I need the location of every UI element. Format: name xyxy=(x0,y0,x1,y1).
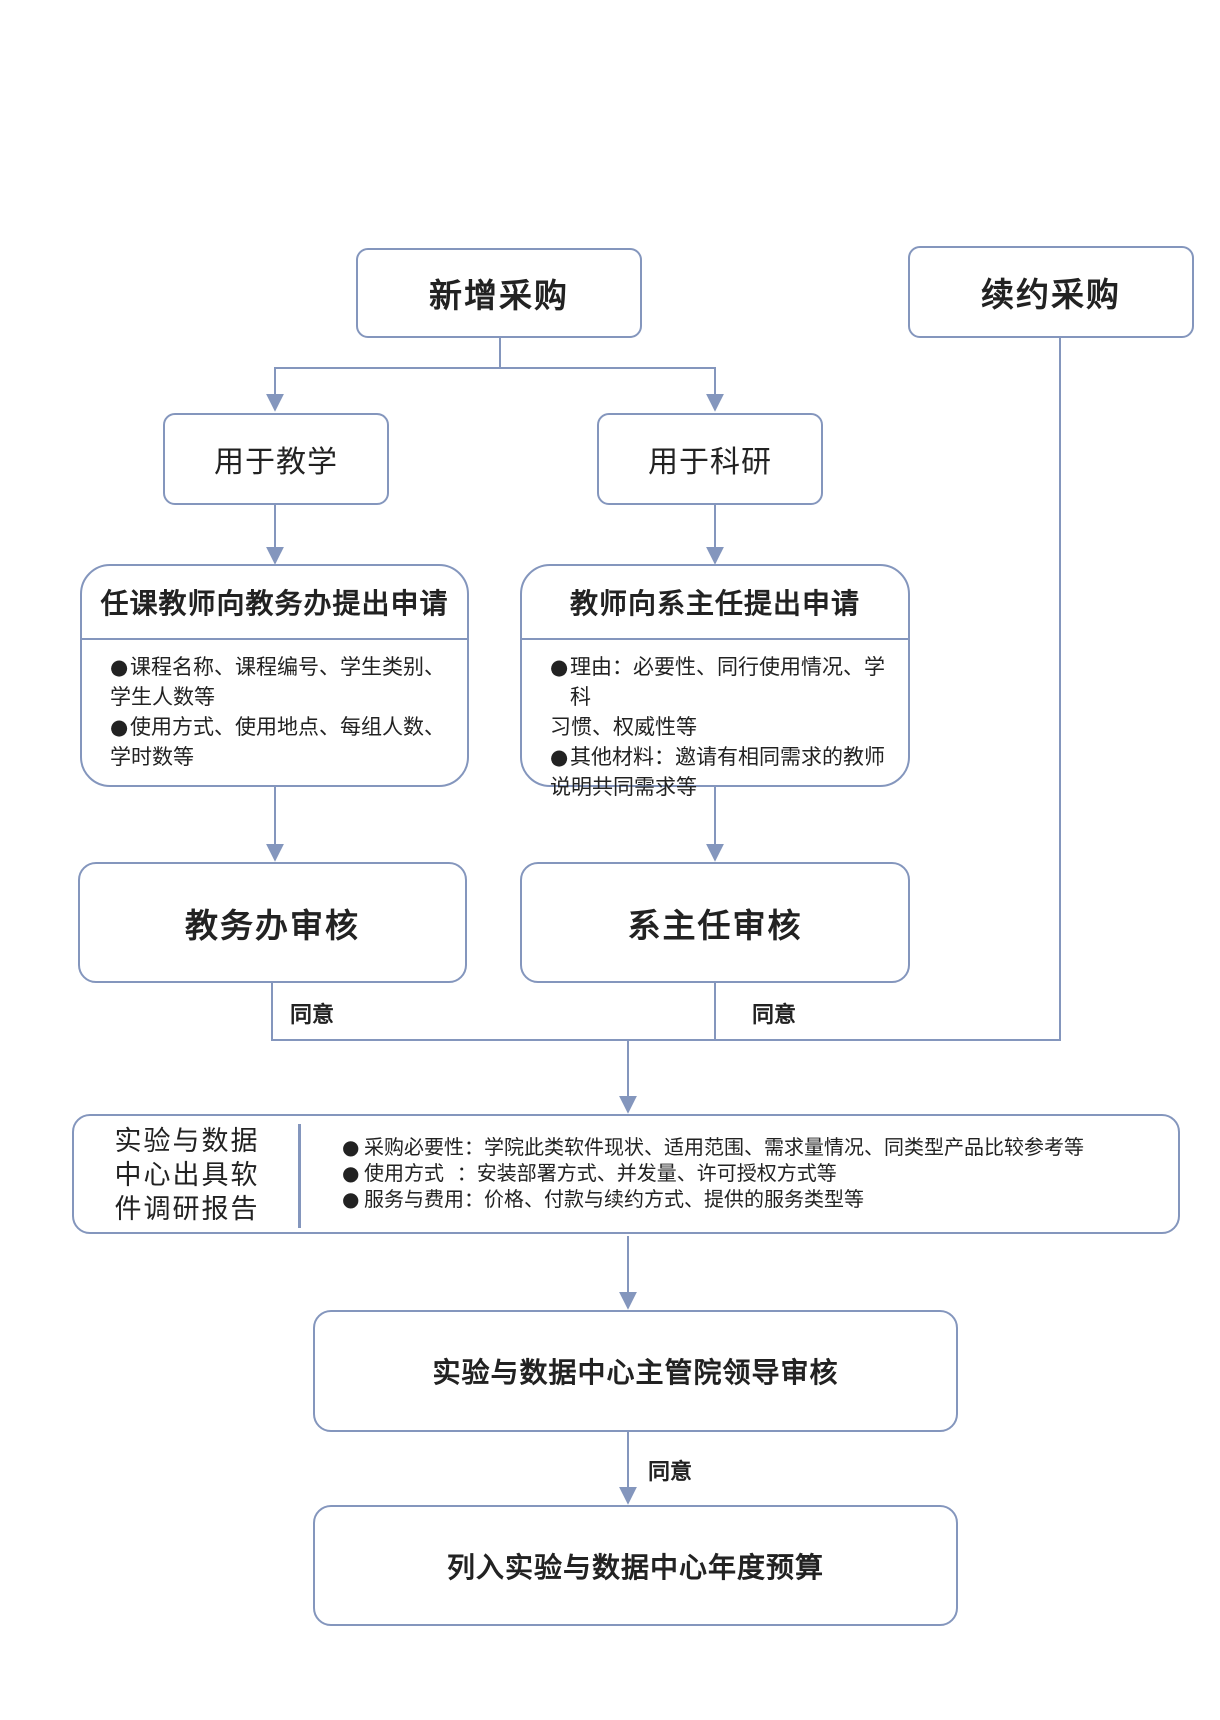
leader-review-label: 实验与数据中心主管院领导审核 xyxy=(432,1356,839,1389)
connector-new-split xyxy=(266,338,501,412)
new-purchase-node: 新增采购 xyxy=(356,248,642,338)
research-apply-panel: 教师向系主任提出申请 ●理由：必要性、同行使用情况、学科 习惯、权威性等 ● 其… xyxy=(520,564,910,799)
leader-review-node: 实验与数据中心主管院领导审核 xyxy=(313,1310,958,1432)
connector-renewal-merge xyxy=(628,338,1061,1041)
agree-label-left: 同意 xyxy=(290,1002,335,1028)
list-item: ●服务与费用：价格、付款与续约方式、提供的服务类型等 xyxy=(342,1187,864,1211)
report-items: ●采购必要性：学院此类软件现状、适用范围、需求量情况、同类型产品比较参考等 ●使… xyxy=(342,1134,1084,1212)
connector-academic-merge xyxy=(271,983,715,1041)
research-apply-body: ●理由：必要性、同行使用情况、学科 习惯、权威性等 ● 其他材料：邀请有相同需求… xyxy=(550,652,894,802)
list-item-continued: 学时数等 xyxy=(110,745,194,769)
renewal-purchase-label: 续约采购 xyxy=(981,275,1121,314)
list-item: ● 其他材料：邀请有相同需求的教师 xyxy=(550,745,885,769)
list-item: ●使用方式、使用地点、每组人数、 xyxy=(110,715,445,739)
for-teaching-label: 用于教学 xyxy=(214,445,338,480)
budget-node: 列入实验与数据中心年度预算 xyxy=(313,1505,958,1626)
report-divider xyxy=(298,1124,301,1228)
new-purchase-label: 新增采购 xyxy=(429,276,569,315)
research-report-node: 实验与数据 中心出具软 件调研报告 ●采购必要性：学院此类软件现状、适用范围、需… xyxy=(72,1114,1180,1234)
agree-label-mid: 同意 xyxy=(752,1002,797,1028)
list-item-continued: 学生人数等 xyxy=(110,685,215,709)
dept-review-label: 系主任审核 xyxy=(627,905,803,945)
for-research-label: 用于科研 xyxy=(648,445,772,480)
list-item: ●理由：必要性、同行使用情况、学科 xyxy=(550,655,885,709)
research-apply-title: 教师向系主任提出申请 xyxy=(522,566,908,640)
list-item: ●使用方式 ：安装部署方式、并发量、许可授权方式等 xyxy=(342,1161,837,1185)
report-title: 实验与数据 中心出具软 件调研报告 xyxy=(114,1126,260,1225)
teaching-apply-panel: 任课教师向教务办提出申请 ●课程名称、课程编号、学生类别、 学生人数等 ●使用方… xyxy=(80,564,469,787)
list-item: ●采购必要性：学院此类软件现状、适用范围、需求量情况、同类型产品比较参考等 xyxy=(342,1135,1084,1159)
list-item-continued: 习惯、权威性等 xyxy=(550,715,697,739)
list-item: ●课程名称、课程编号、学生类别、 xyxy=(110,655,445,679)
academic-review-node: 教务办审核 xyxy=(78,862,467,983)
academic-review-label: 教务办审核 xyxy=(185,905,360,945)
for-research-node: 用于科研 xyxy=(597,413,823,505)
connector-new-research xyxy=(500,367,724,412)
teaching-apply-title: 任课教师向教务办提出申请 xyxy=(82,566,467,640)
agree-label-bottom: 同意 xyxy=(648,1459,693,1485)
dept-review-node: 系主任审核 xyxy=(520,862,910,983)
renewal-purchase-node: 续约采购 xyxy=(908,246,1194,338)
list-item-continued: 说明共同需求等 xyxy=(550,775,697,799)
teaching-apply-body: ●课程名称、课程编号、学生类别、 学生人数等 ●使用方式、使用地点、每组人数、 … xyxy=(110,652,453,772)
for-teaching-node: 用于教学 xyxy=(163,413,389,505)
budget-label: 列入实验与数据中心年度预算 xyxy=(446,1550,824,1584)
